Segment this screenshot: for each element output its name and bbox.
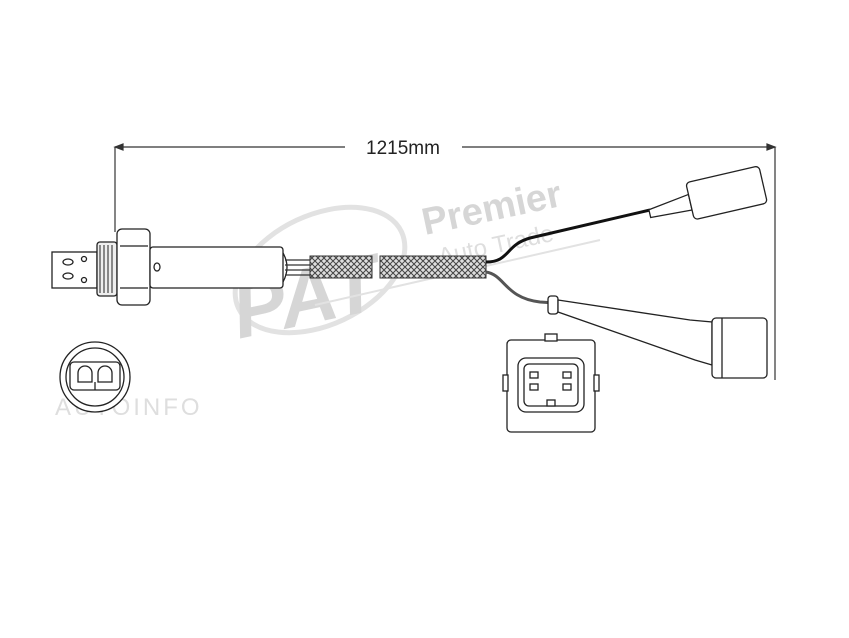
braided-sleeve-2 bbox=[379, 255, 487, 279]
grey-wire bbox=[485, 270, 556, 305]
sensor-wires bbox=[285, 259, 312, 276]
dimension-label: 1215mm bbox=[366, 138, 440, 159]
lower-connector bbox=[547, 295, 768, 379]
sensor-end-view bbox=[59, 341, 131, 413]
upper-connector bbox=[648, 166, 768, 220]
braided-sleeve-1 bbox=[309, 255, 373, 279]
sensor-probe bbox=[51, 228, 288, 306]
black-wire bbox=[485, 208, 651, 264]
connector-face-view bbox=[502, 333, 600, 433]
dimension-line bbox=[113, 143, 777, 380]
